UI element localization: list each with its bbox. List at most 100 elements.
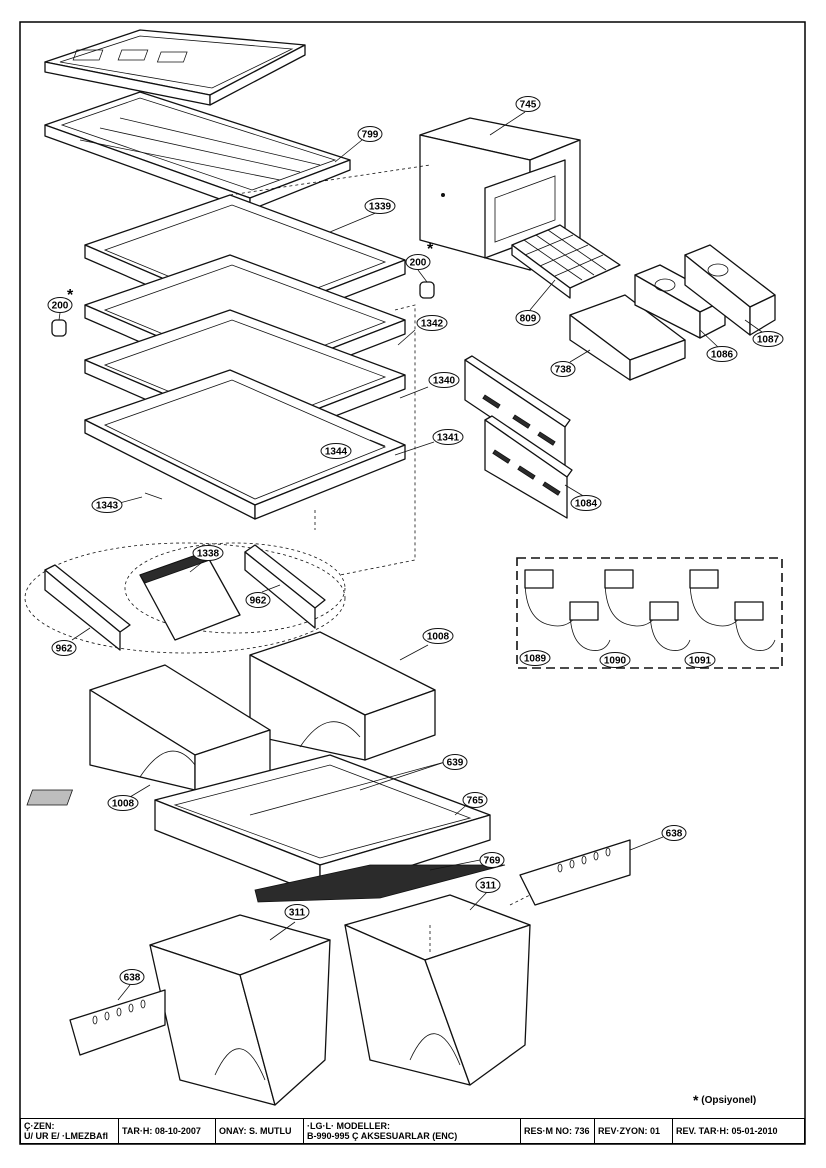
part-vent-panels <box>464 355 573 519</box>
callout-bubble <box>422 628 454 644</box>
callout-number: 1084 <box>575 499 598 510</box>
callout-number: 1086 <box>711 350 734 361</box>
callout-bubble <box>462 792 488 808</box>
callout-769-c769: 769 <box>479 852 505 868</box>
revision: REV·ZYON: 01 <box>598 1126 661 1136</box>
callout-number: 639 <box>447 758 464 769</box>
title-block: Ç·ZEN: U/ UR E/ ·LMEZBAfl TAR·H: 08-10-2… <box>20 1118 805 1144</box>
drawing-date: TAR·H: 08-10-2007 <box>122 1126 201 1136</box>
callout-number: 1087 <box>757 335 780 346</box>
callout-bubble <box>515 96 541 112</box>
callout-bubble <box>550 361 576 377</box>
callout-bubble <box>107 795 139 811</box>
callout-number: 1091 <box>689 656 712 667</box>
callout-bubble <box>320 443 352 459</box>
part-clips <box>51 281 435 337</box>
callout-bubble <box>428 372 460 388</box>
part-shelf-mats <box>44 29 351 211</box>
callout-311-c311r: 311 <box>475 877 501 893</box>
callout-1087-c1087: 1087 <box>752 331 784 347</box>
callout-bubble <box>684 652 716 668</box>
callout-number: 769 <box>484 856 501 867</box>
part-holders <box>634 244 776 339</box>
callout-number: 962 <box>56 644 73 655</box>
callout-bubble <box>91 497 123 513</box>
part-side-strips <box>69 839 631 1056</box>
callout-bubble <box>706 346 738 362</box>
callout-bubble <box>661 825 687 841</box>
part-ice-bin <box>569 294 686 381</box>
callout-1008-c1008r: 1008 <box>422 628 454 644</box>
callout-number: 1008 <box>112 799 135 810</box>
callout-bubble <box>442 754 468 770</box>
callout-number: 638 <box>666 829 683 840</box>
callout-bubble <box>51 640 77 656</box>
callout-1086-c1086: 1086 <box>706 346 738 362</box>
callout-bubble <box>475 877 501 893</box>
callout-number: 745 <box>520 100 537 111</box>
callout-bubble <box>364 198 396 214</box>
drawer-name: U/ UR E/ ·LMEZBAfl <box>24 1131 108 1141</box>
callout-number: 311 <box>289 908 306 919</box>
callout-1344-c1344: 1344 <box>320 443 352 459</box>
callout-bubble <box>416 315 448 331</box>
title-cell-date: TAR·H: 08-10-2007 <box>119 1119 216 1143</box>
callout-962-c962l: 962 <box>51 640 77 656</box>
part-glass-shelves <box>84 194 406 520</box>
title-cell-revision: REV·ZYON: 01 <box>595 1119 673 1143</box>
callout-1091-c1091: 1091 <box>684 652 716 668</box>
callout-639-c639: 639 <box>442 754 468 770</box>
callout-number: 1089 <box>524 654 547 665</box>
callout-200-c200l: 200 <box>47 297 73 313</box>
callout-number: 1343 <box>96 501 119 512</box>
callout-bubble <box>519 650 551 666</box>
callout-bubble <box>432 429 464 445</box>
callout-765-c765: 765 <box>462 792 488 808</box>
callout-1339-c1339: 1339 <box>364 198 396 214</box>
revision-date: REV. TAR·H: 05-01-2010 <box>676 1126 778 1136</box>
callout-738-c738: 738 <box>550 361 576 377</box>
callout-1341-c1341: 1341 <box>432 429 464 445</box>
callout-1090-c1090: 1090 <box>599 652 631 668</box>
callout-1089-c1089: 1089 <box>519 650 551 666</box>
callout-number: 638 <box>124 973 141 984</box>
callout-bubble <box>752 331 784 347</box>
callout-number: 799 <box>362 130 379 141</box>
drawing-number: RES·M NO: 736 <box>524 1126 590 1136</box>
callout-number: 1090 <box>604 656 627 667</box>
approval: ONAY: S. MUTLU <box>219 1126 292 1136</box>
callout-638-c638l: 638 <box>119 969 145 985</box>
part-bottom-bins <box>149 894 531 1106</box>
callout-number: 962 <box>250 596 267 607</box>
callout-leader-lines <box>58 111 763 1001</box>
optional-note-text: (Opsiyonel) <box>701 1095 757 1106</box>
title-cell-approval: ONAY: S. MUTLU <box>216 1119 304 1143</box>
callout-number: 1338 <box>197 549 220 560</box>
part-wire-clips-box <box>516 557 783 669</box>
callout-number: 311 <box>480 881 497 892</box>
optional-note: * (Opsiyonel) <box>693 1092 756 1108</box>
callout-bubble <box>357 126 383 142</box>
callout-number: 1008 <box>427 632 450 643</box>
callout-labels: 7457991339200200809738108610871342134013… <box>47 96 784 985</box>
callout-number: 200 <box>52 301 69 312</box>
assembly-guide-lines <box>229 164 531 906</box>
title-cell-drawer: Ç·ZEN: U/ UR E/ ·LMEZBAfl <box>21 1119 119 1143</box>
callout-638-c638r: 638 <box>661 825 687 841</box>
part-crisper-cover <box>26 754 506 903</box>
optional-note-symbol: * <box>693 1092 699 1108</box>
callout-311-c311l: 311 <box>284 904 310 920</box>
callout-number: 200 <box>410 258 427 269</box>
title-cell-models: ·LG·L· MODELLER: B-990-995 Ç AKSESUARLAR… <box>304 1119 521 1143</box>
callout-962-c962r: 962 <box>245 592 271 608</box>
callout-bubble <box>119 969 145 985</box>
callout-bubble <box>245 592 271 608</box>
callout-bubble <box>479 852 505 868</box>
models-label: ·LG·L· MODELLER: <box>307 1121 390 1131</box>
callout-number: 1341 <box>437 433 460 444</box>
callout-bubble <box>405 254 431 270</box>
callout-1338-c1338: 1338 <box>192 545 224 561</box>
sheet-border <box>19 21 806 1145</box>
callout-799-c799: 799 <box>357 126 383 142</box>
